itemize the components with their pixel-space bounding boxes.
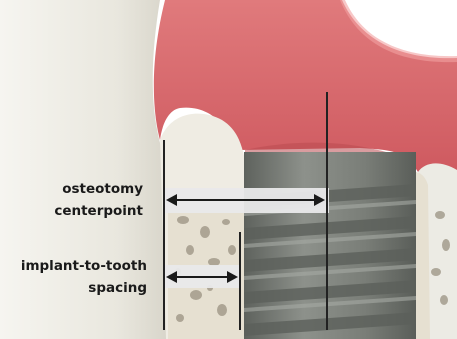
- implant: [244, 152, 416, 339]
- spacing-label-line2: spacing: [88, 280, 147, 296]
- osteotomy-label-line2: centerpoint: [54, 203, 143, 219]
- osteotomy-label-line1: osteotomy: [62, 181, 143, 197]
- spacing-label-line1: implant-to-tooth: [21, 258, 147, 274]
